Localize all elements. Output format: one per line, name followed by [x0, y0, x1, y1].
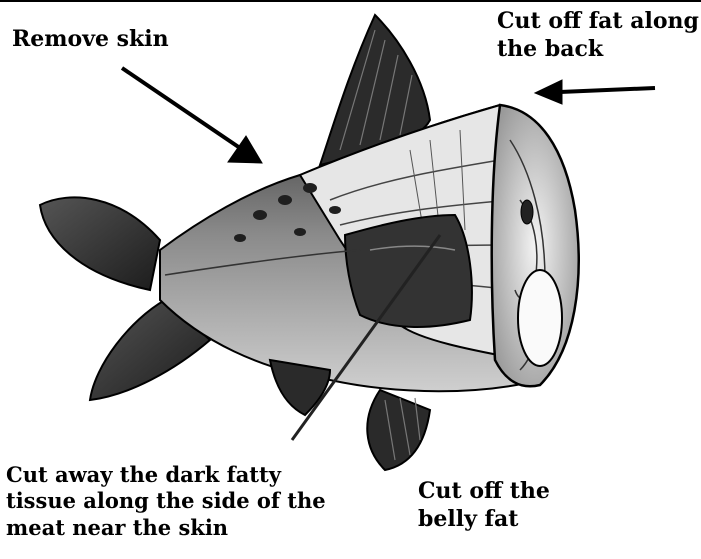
label-belly-fat: Cut off the belly fat	[418, 478, 550, 533]
label-remove-skin: Remove skin	[12, 26, 169, 54]
tail-fin-upper	[40, 197, 160, 290]
arrow-remove-skin	[122, 68, 262, 163]
label-dark-tissue: Cut away the dark fatty tissue along the…	[6, 462, 326, 541]
label-back-fat: Cut off fat along the back	[497, 8, 699, 63]
pelvic-fin	[270, 360, 330, 415]
arrow-back-fat	[535, 80, 655, 104]
belly-fin	[367, 390, 430, 470]
dark-fatty-strip	[345, 215, 472, 327]
